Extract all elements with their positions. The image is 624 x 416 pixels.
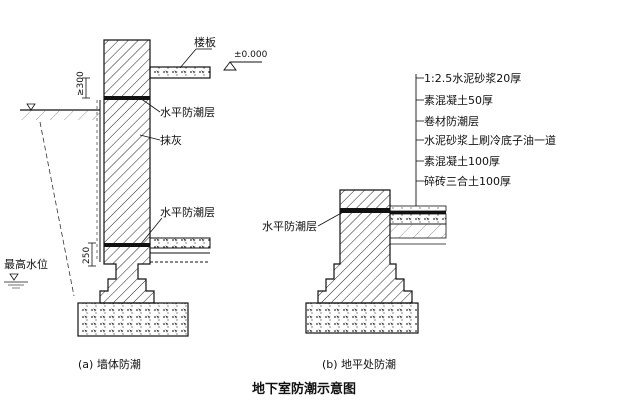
caption-right: (b) 地平处防潮 [322, 357, 396, 371]
plaster-label: 抹灰 [160, 133, 182, 147]
left-dpc-upper [104, 96, 150, 100]
left-dpc-lower [104, 243, 150, 247]
layer-label-5: 素混凝土100厚 [424, 154, 500, 168]
left-floor-slab [149, 66, 211, 79]
right-footing [305, 302, 419, 334]
dim-bottom-label: 250 [82, 247, 92, 264]
floor-slab-label: 楼板 [194, 35, 216, 49]
right-dpc-label: 水平防潮层 [262, 219, 317, 233]
layer-label-2: 素混凝土50厚 [424, 93, 493, 107]
layer-label-3: 卷材防潮层 [424, 114, 479, 128]
water-level-label: 最高水位 [4, 257, 48, 271]
layer-label-6: 碎砖三合土100厚 [424, 174, 511, 188]
layer-label-1: 1:2.5水泥砂浆20厚 [424, 71, 521, 85]
left-wall-diagram: ±0.000 楼板 ≥300 250 水平防潮层 抹灰 水平防潮层 最高水位 (… [4, 35, 268, 371]
dim-top-label: ≥300 [76, 71, 86, 96]
left-basement-floor [149, 237, 211, 249]
layer-label-list: 1:2.5水泥砂浆20厚 素混凝土50厚 卷材防潮层 水泥砂浆上刷冷底子油一道 … [416, 71, 556, 188]
layer-label-4: 水泥砂浆上刷冷底子油一道 [424, 133, 556, 147]
figure-title: 地下室防潮示意图 [252, 381, 356, 397]
elevation-label: ±0.000 [234, 50, 268, 60]
right-stepped-foundation [317, 189, 413, 304]
right-dpc [340, 208, 390, 213]
caption-left: (a) 墙体防潮 [78, 357, 141, 371]
horiz-dpc-label-1: 水平防潮层 [160, 105, 215, 119]
left-stepped-foundation [99, 39, 155, 304]
right-floor-diagram: 1:2.5水泥砂浆20厚 素混凝土50厚 卷材防潮层 水泥砂浆上刷冷底子油一道 … [262, 71, 556, 371]
horiz-dpc-label-2: 水平防潮层 [160, 205, 215, 219]
left-footing [77, 302, 189, 337]
